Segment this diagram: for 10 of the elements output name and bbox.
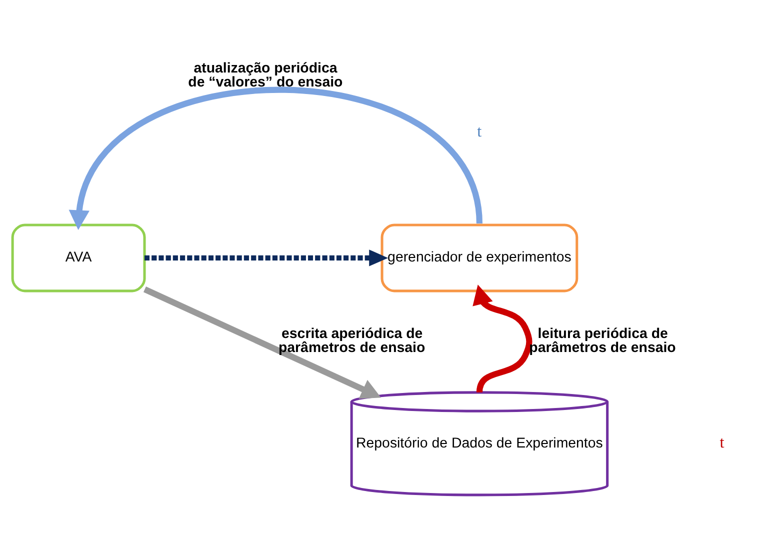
arrow <box>143 286 382 399</box>
node-box: gerenciador de experimentos <box>380 224 578 292</box>
label: t <box>720 434 724 452</box>
label: t <box>477 122 482 140</box>
arrow <box>68 86 482 230</box>
arrow <box>472 284 532 393</box>
edge-label: atualização periódica de “valores” do ensaio <box>188 60 343 91</box>
node-box: AVA <box>11 224 146 292</box>
edge-label: escrita aperiódica de parâmetros de ensaio <box>278 326 426 356</box>
arrow <box>144 250 388 266</box>
